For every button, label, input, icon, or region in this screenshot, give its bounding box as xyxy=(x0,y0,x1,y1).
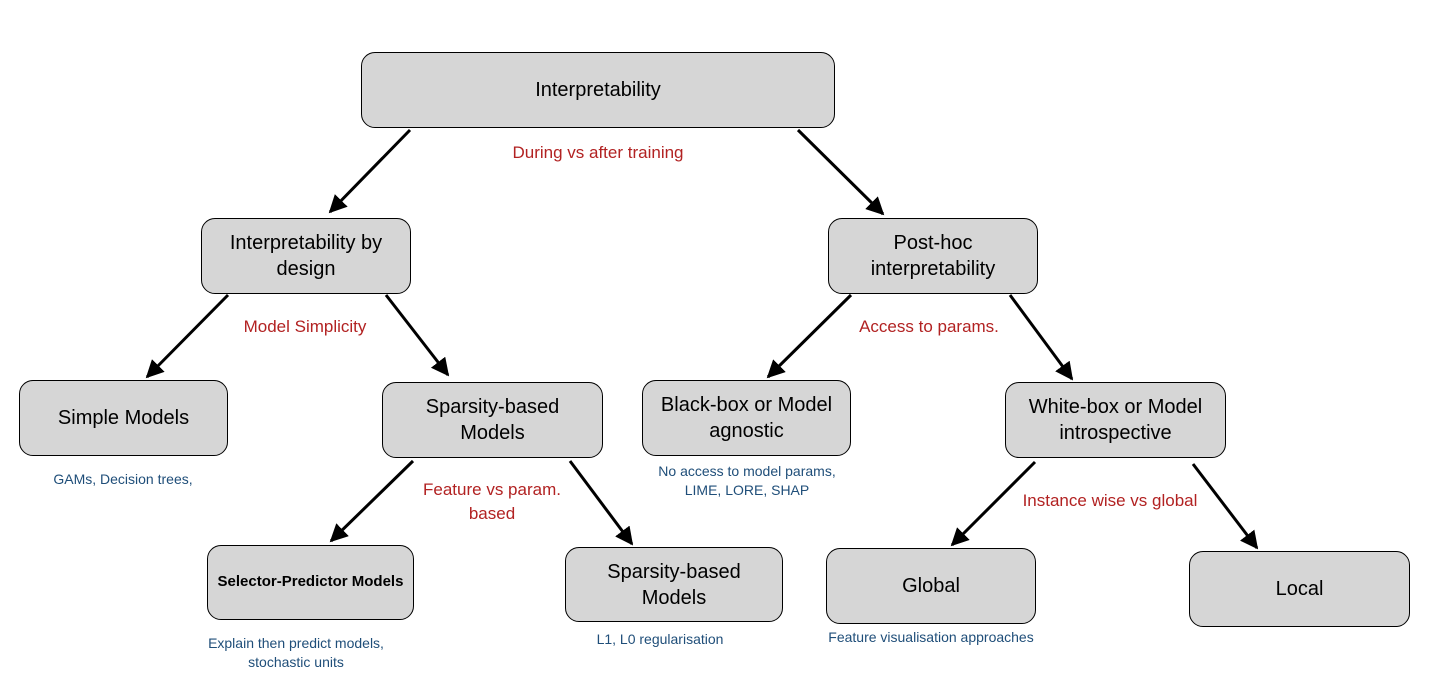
edge-label-instance-wise-vs-global: Instance wise vs global xyxy=(1022,491,1198,510)
node-post-hoc-interpretability: Post-hoc interpretability xyxy=(828,218,1038,294)
arrow-by-design-to-sparsity xyxy=(384,294,450,377)
node-by-design-label: Interpretability by design xyxy=(229,232,383,280)
arrow-sparsity-to-selector xyxy=(329,459,415,543)
note-black-box-line2: LIME, LORE, SHAP xyxy=(684,481,810,498)
edge-label-feature-vs-param-line2: based xyxy=(468,503,516,523)
edge-label-model-simplicity: Model Simplicity xyxy=(243,317,367,336)
node-black-box-label: Black-box or Model agnostic xyxy=(660,394,833,442)
arrow-root-to-post-hoc xyxy=(796,128,885,216)
node-post-hoc-label: Post-hoc interpretability xyxy=(870,232,996,280)
node-white-box-model-introspective: White-box or Model introspective xyxy=(1005,382,1226,458)
edge-label-access-to-params: Access to params. xyxy=(859,317,999,336)
node-sparsity-models-2-label: Sparsity-based Models xyxy=(607,560,741,609)
note-selector-line2: stochastic units xyxy=(248,653,344,670)
edge-label-during-vs-after-training: During vs after training xyxy=(512,143,684,162)
node-sparsity-models-label: Sparsity-based Models xyxy=(425,396,560,444)
node-global: Global xyxy=(826,548,1036,624)
node-local: Local xyxy=(1189,551,1410,627)
node-local-label: Local xyxy=(1275,578,1324,600)
note-feature-visualisation: Feature visualisation approaches xyxy=(828,629,1034,645)
edge-label-feature-vs-param-line1: Feature vs param. xyxy=(423,480,561,499)
arrow-post-hoc-to-white-box xyxy=(1008,294,1074,381)
node-sparsity-based-models: Sparsity-based Models xyxy=(382,382,603,458)
note-selector-predictor: Explain then predict models, stochastic … xyxy=(186,634,406,672)
note-simple-models: GAMs, Decision trees, xyxy=(53,471,193,487)
node-selector-predictor-models: Selector-Predictor Models xyxy=(207,545,414,620)
node-interpretability: Interpretability xyxy=(361,52,835,128)
node-black-box-model-agnostic: Black-box or Model agnostic xyxy=(642,380,851,456)
node-simple-models: Simple Models xyxy=(19,380,228,456)
arrow-sparsity-to-sparsity-2 xyxy=(568,460,634,546)
arrow-by-design-to-simple xyxy=(145,293,230,379)
node-white-box-label: White-box or Model introspective xyxy=(1028,396,1203,444)
note-selector-line1: Explain then predict models, xyxy=(208,635,384,651)
edge-label-feature-vs-param: Feature vs param. based xyxy=(402,478,582,526)
arrow-white-box-to-global xyxy=(950,460,1037,547)
node-global-label: Global xyxy=(902,575,960,597)
note-black-box-line1: No access to model params, xyxy=(658,463,836,479)
node-simple-models-label: Simple Models xyxy=(57,407,190,429)
node-sparsity-based-models-2: Sparsity-based Models xyxy=(565,547,783,622)
node-interpretability-label: Interpretability xyxy=(535,79,661,101)
node-selector-predictor-label: Selector-Predictor Models xyxy=(217,573,404,591)
note-black-box: No access to model params, LIME, LORE, S… xyxy=(637,462,857,500)
note-sparsity-regularisation: L1, L0 regularisation xyxy=(596,631,724,647)
node-interpretability-by-design: Interpretability by design xyxy=(201,218,411,294)
arrow-white-box-to-local xyxy=(1191,463,1259,550)
arrow-post-hoc-to-black-box xyxy=(766,293,853,379)
arrow-root-to-by-design xyxy=(328,128,412,214)
